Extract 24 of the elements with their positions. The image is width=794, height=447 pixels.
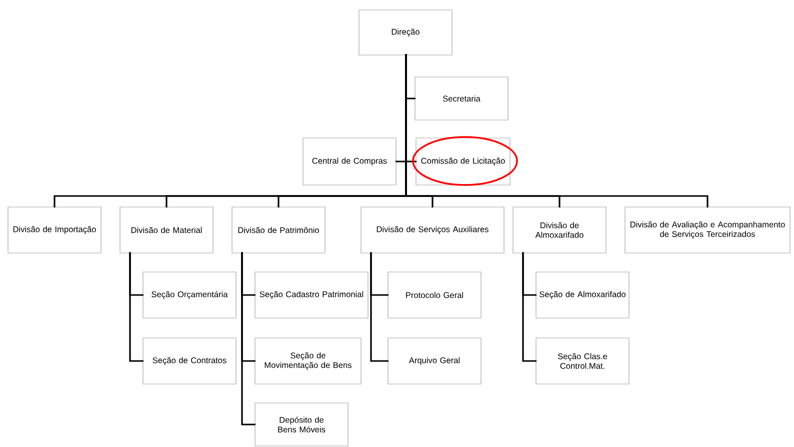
connector-line [405,54,708,208]
connector-line [522,252,536,362]
org-box: Central de Compras [302,138,396,186]
connector-line [241,252,256,426]
org-box: Seção Orçamentária [142,272,236,318]
org-box: Seção de Movimentação de Bens [254,338,362,384]
org-box: Seção Cadastro Patrimonial [254,272,368,318]
org-box: Protocolo Geral [388,272,482,318]
org-box: Divisão de Patrimônio [232,206,326,254]
org-box: Divisão de Serviços Auxiliares [360,206,504,254]
org-box: Divisão de Importação [8,206,102,254]
org-box: Secretaria [414,76,508,120]
org-box: Comissão de Licitação [416,138,510,186]
connector-line [129,252,144,362]
org-box: Divisão de Material [120,206,214,254]
org-box: Seção Clas.e Control.Mat. [536,338,630,384]
org-box: Seção de Contratos [142,338,236,384]
org-box: Divisão de Almoxarifado [512,206,606,254]
org-box: Seção de Almoxarifado [536,272,630,318]
org-box: Arquivo Geral [388,338,482,384]
org-box: Divisão de Avaliação e Acompanhamento de Serviços Terceirizados [624,206,790,254]
org-box: Direção [358,10,452,56]
org-box: Depósito de Bens Móveis [254,402,348,446]
connector-line [370,252,388,362]
